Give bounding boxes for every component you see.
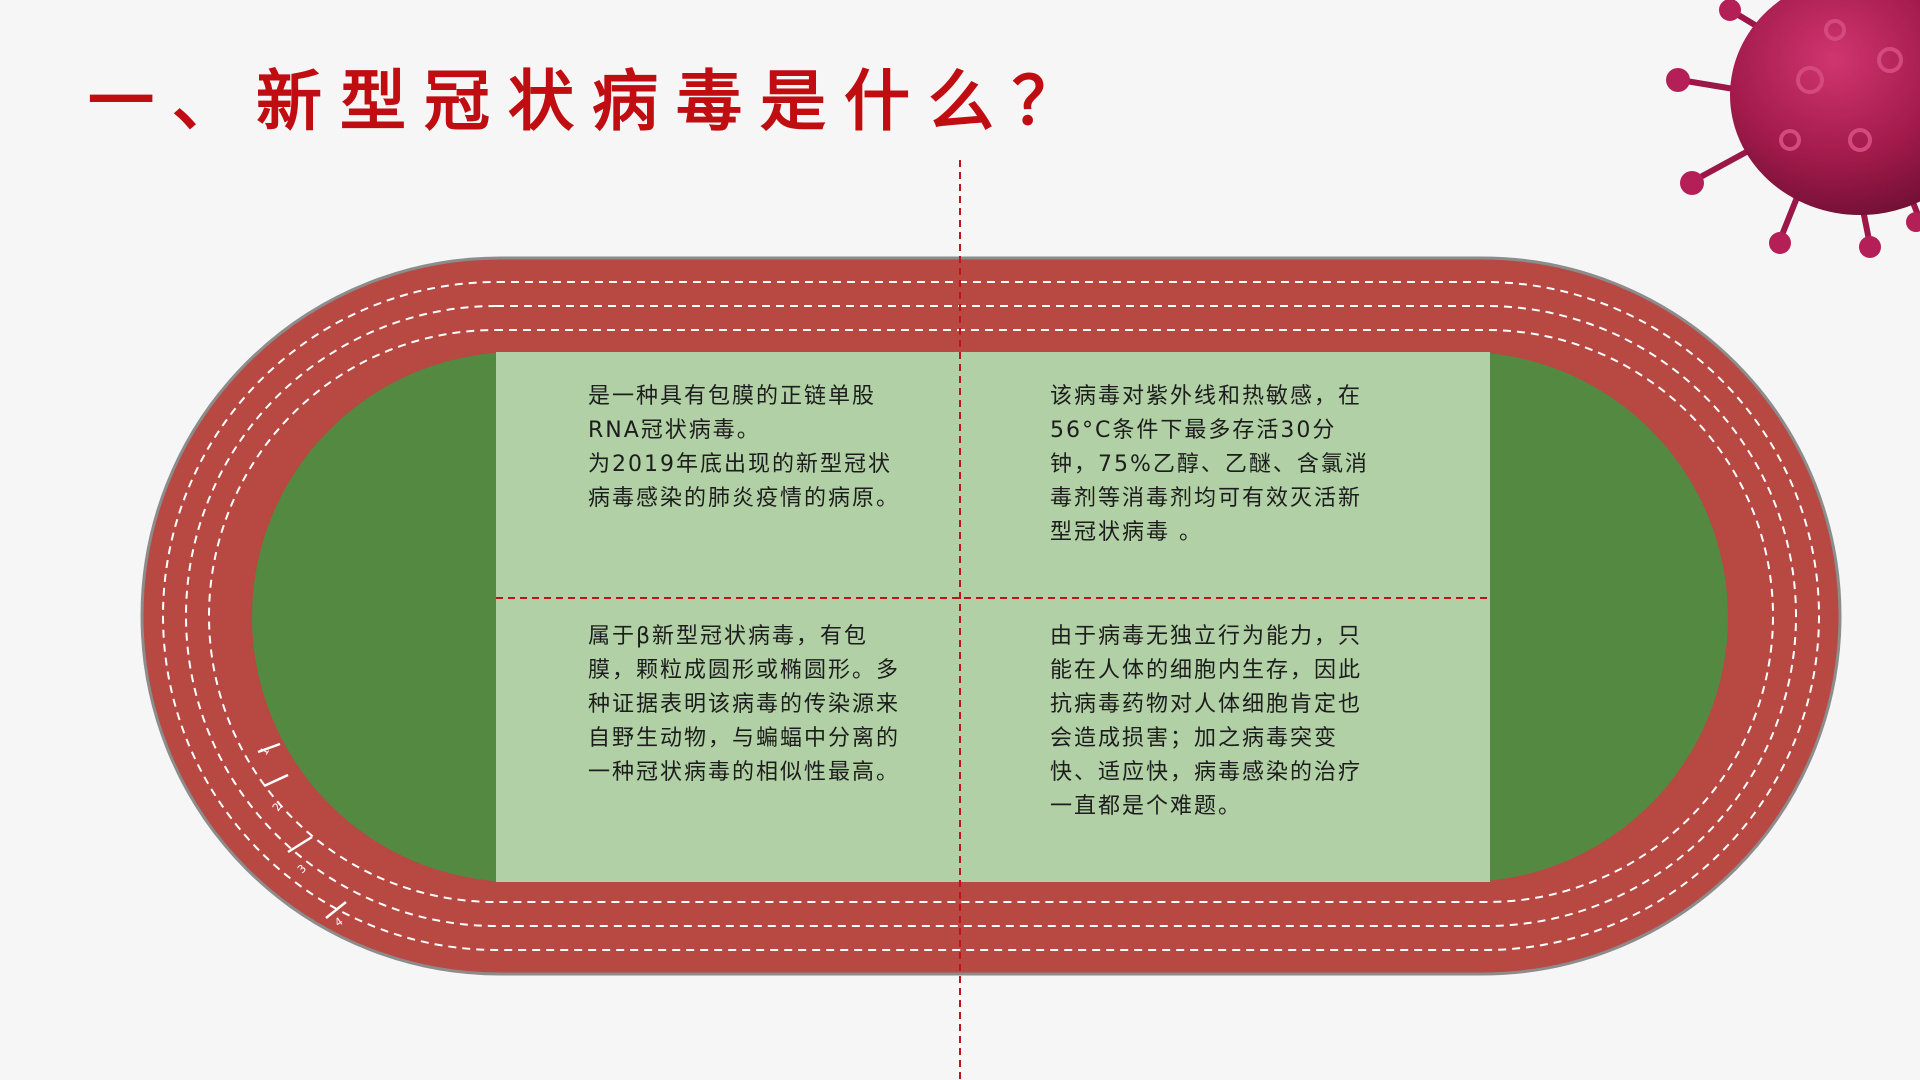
lane-line-3 <box>208 329 1774 903</box>
surface-dot <box>1848 128 1872 152</box>
spike-cap <box>1680 171 1704 195</box>
center-panel <box>496 352 1490 882</box>
virus-icon <box>1666 0 1920 258</box>
virus-surface-dots <box>1779 19 1903 152</box>
spike-cap <box>1719 0 1741 21</box>
lane-line-1 <box>162 281 1820 951</box>
start-line-1 <box>257 742 281 754</box>
cell-bottom-right-text: 由于病毒无独立行为能力，只能在人体的细胞内生存，因此抗病毒药物对人体细胞肯定也会… <box>1050 624 1363 819</box>
start-line-2 <box>263 773 289 788</box>
spike-cap <box>1769 232 1791 254</box>
surface-dot <box>1779 129 1801 151</box>
cell-top-left-text: 是一种具有包膜的正链单股RNA冠状病毒。 为2019年底出现的新型冠状病毒感染的… <box>588 384 901 511</box>
start-line-3 <box>287 835 313 854</box>
surface-dot <box>1796 66 1824 94</box>
surface-dot <box>1877 47 1903 73</box>
virus-spike <box>1677 77 1743 93</box>
spike-cap <box>1666 68 1690 92</box>
virus-spike-caps <box>1666 0 1920 258</box>
start-line-4 <box>325 901 347 919</box>
virus-spike <box>1692 147 1753 183</box>
spike-cap <box>1906 212 1920 232</box>
slide-title: 一、新型冠状病毒是什么？ <box>88 63 1096 140</box>
cell-bottom-left-text: 属于β新型冠状病毒，有包膜，颗粒成圆形或椭圆形。多种证据表明该病毒的传染源来自野… <box>588 624 901 785</box>
spike-cap <box>1859 236 1881 258</box>
surface-dot <box>1824 19 1846 41</box>
lane-line-2 <box>185 305 1797 927</box>
lane-start-marks <box>257 742 347 919</box>
virus-body <box>1730 0 1920 215</box>
cell-top-right-text: 该病毒对紫外线和热敏感，在56°C条件下最多存活30分钟，75%乙醇、乙醚、含氯… <box>1050 384 1369 545</box>
